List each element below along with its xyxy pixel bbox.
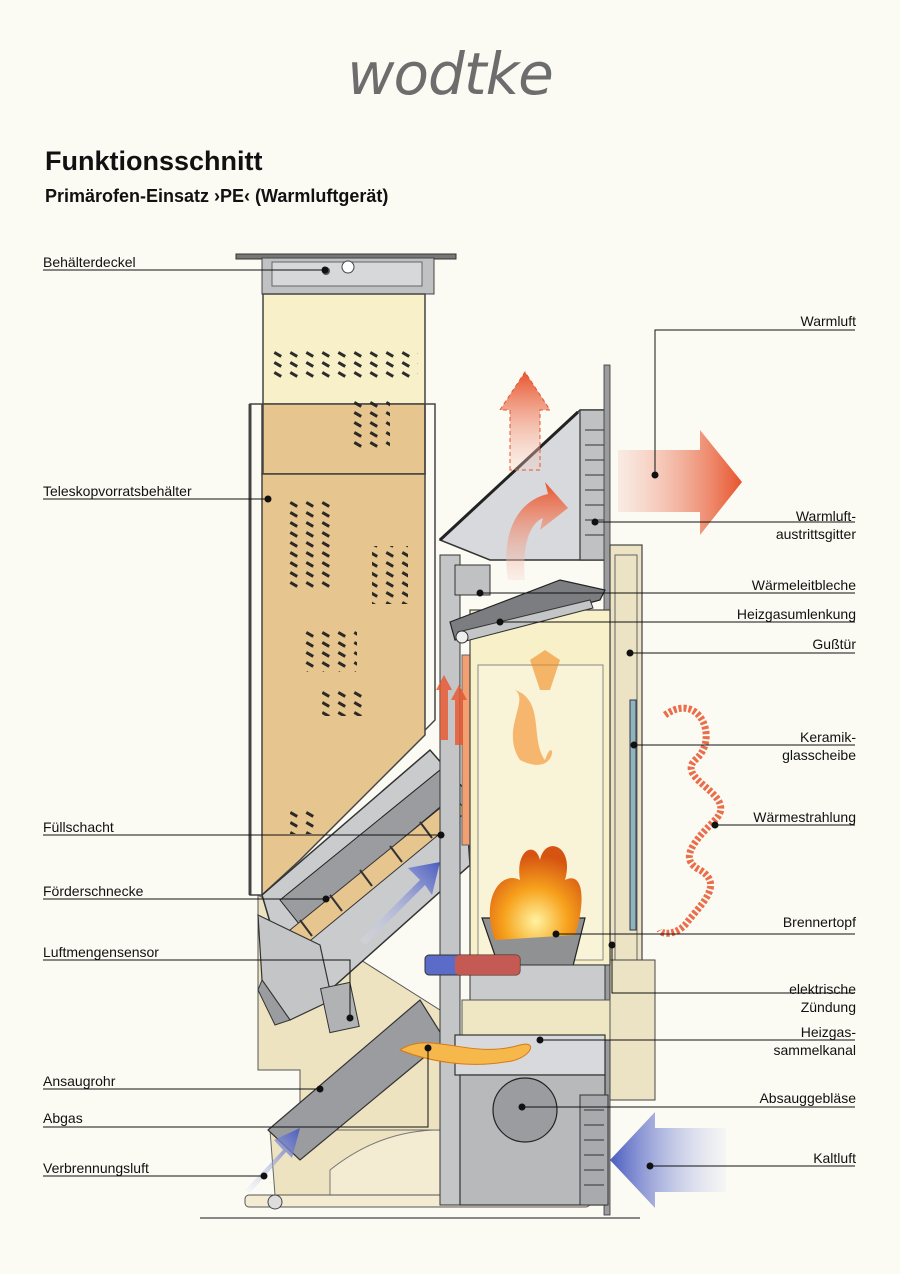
combustion-air-arrow-upper xyxy=(360,862,440,945)
page-title: Funktionsschnitt xyxy=(45,146,263,176)
label-heizgas-1: Heizgas- xyxy=(800,1024,856,1040)
label-fuellschacht: Füllschacht xyxy=(43,819,114,835)
leader-warmluft xyxy=(654,329,855,475)
label-behaelterdeckel: Behälterdeckel xyxy=(43,254,136,270)
ceramic-glass xyxy=(629,699,637,931)
warm-air-up-arrow xyxy=(499,371,551,471)
label-teleskopvorratsbehaelter: Teleskopvorratsbehälter xyxy=(43,483,192,499)
label-keramik-2: glasscheibe xyxy=(782,747,856,763)
label-waermeleitbleche: Wärmeleitbleche xyxy=(751,577,856,593)
label-ansaugrohr: Ansaugrohr xyxy=(43,1073,116,1089)
leader-zuendung xyxy=(611,945,855,994)
leader-luftmengensensor xyxy=(43,959,351,1018)
flue-gas xyxy=(398,1042,532,1065)
label-luftmengensensor: Luftmengensensor xyxy=(43,944,159,960)
label-waermestrahlung: Wärmestrahlung xyxy=(753,809,856,825)
air-sensor xyxy=(257,914,333,1021)
flames xyxy=(489,846,582,940)
hopper-upper xyxy=(262,293,426,405)
warm-air-out-arrow xyxy=(618,430,742,535)
label-gusstuer: Gußtür xyxy=(812,636,856,652)
label-verbrennungsluft: Verbrennungsluft xyxy=(43,1160,149,1176)
label-heizgasumlenkung: Heizgasumlenkung xyxy=(736,606,856,622)
label-keramik-1: Keramik- xyxy=(799,729,856,745)
label-abgas: Abgas xyxy=(43,1110,83,1126)
combustion-air-arrow-lower xyxy=(245,1128,300,1193)
label-foerderschnecke: Förderschnecke xyxy=(43,883,144,899)
leader-abgas xyxy=(43,1048,429,1128)
label-warmluftaustritt-2: austrittsgitter xyxy=(775,526,856,542)
label-heizgas-2: sammelkanal xyxy=(773,1042,856,1058)
pellets-top xyxy=(268,350,418,378)
cold-air-arrow xyxy=(610,1112,726,1208)
wodtke-logo: wodtke xyxy=(347,40,554,108)
label-warmluftaustritt-1: Warmluft- xyxy=(795,508,856,524)
label-kaltluft: Kaltluft xyxy=(813,1150,856,1166)
label-brennertopf: Brennertopf xyxy=(782,914,856,930)
label-warmluft: Warmluft xyxy=(800,313,856,329)
label-absauggeblaese: Absauggebläse xyxy=(759,1090,856,1106)
page-subtitle: Primärofen-Einsatz ›PE‹ (Warmluftgerät) xyxy=(45,186,389,206)
label-zuendung-2: Zündung xyxy=(800,999,856,1015)
label-zuendung-1: elektrische xyxy=(789,981,856,997)
warm-air-curve-arrow xyxy=(506,482,568,580)
back-wall xyxy=(439,554,461,1206)
heat-radiation-wave xyxy=(656,704,725,937)
